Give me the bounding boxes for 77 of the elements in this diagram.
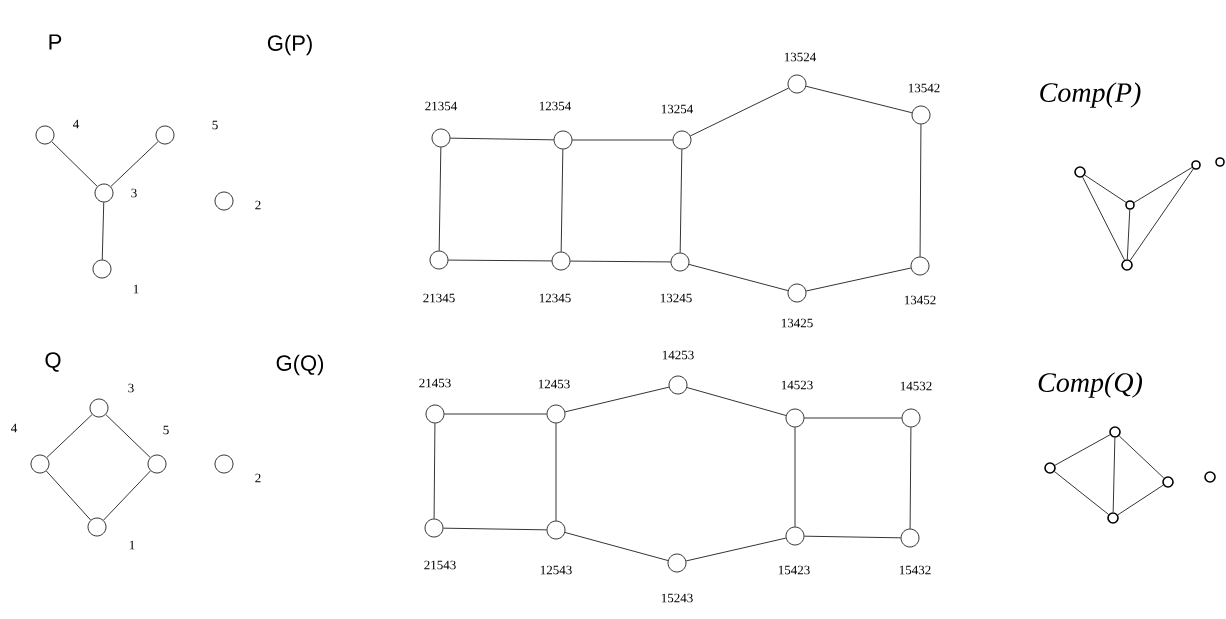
edge-line (1112, 437, 1116, 513)
vertex-label: 21354 (425, 101, 458, 111)
edge-line (679, 149, 683, 253)
edge-line (110, 141, 159, 187)
edge-line (690, 87, 789, 137)
edge-line (572, 139, 673, 141)
edge-line (1054, 434, 1111, 466)
edge-line (564, 386, 670, 413)
edge-line (564, 532, 669, 561)
edge-line (1084, 174, 1127, 203)
vertex-label: 21453 (419, 378, 451, 388)
vertex-label: 13425 (781, 318, 813, 328)
edge-line (1118, 435, 1165, 479)
vertex-label: 14532 (900, 381, 932, 391)
edge-line (105, 414, 151, 458)
graph-title: G(P) (267, 34, 312, 56)
vertex-label: 12453 (538, 379, 570, 389)
edge-line (909, 427, 912, 529)
edge-line (794, 427, 796, 527)
vertex-label: 1 (129, 540, 135, 550)
edge-line (1117, 484, 1164, 516)
edge-line (443, 527, 547, 531)
vertex-label: 14253 (662, 350, 694, 360)
edge-line (444, 413, 547, 415)
vertex-label: 2 (255, 200, 261, 210)
edge-line (1082, 176, 1125, 261)
edge-line (1129, 168, 1194, 261)
edge-line (686, 387, 787, 416)
vertex-label: 15243 (661, 593, 693, 603)
vertex-label: 4 (11, 423, 18, 433)
vertex-label: 14523 (781, 380, 813, 390)
vertex-label: 12543 (540, 565, 572, 575)
edge-line (51, 141, 98, 187)
edge-line (570, 260, 671, 263)
handwritten-title: Comp(Q) (1038, 372, 1143, 398)
vertex-label: 12354 (539, 101, 572, 111)
vertex-label: 5 (163, 425, 169, 435)
vertex-label: 4 (73, 119, 80, 129)
vertex-label: 3 (128, 383, 134, 393)
edge-line (450, 137, 554, 141)
vertex-label: 15423 (778, 565, 810, 575)
edge-line (560, 149, 564, 252)
vertex-label: 12345 (539, 293, 571, 303)
vertex-label: 21345 (423, 293, 455, 303)
edge-line (688, 264, 789, 291)
edge-line (46, 414, 93, 458)
vertex-label: 5 (212, 120, 218, 130)
edge-line (804, 535, 901, 539)
edge-line (804, 417, 902, 419)
vertex-label: 1 (133, 284, 139, 294)
edge-line (805, 267, 912, 292)
vertex-label: 13254 (661, 104, 694, 114)
edge-line (433, 423, 436, 519)
vertex-label: 15432 (899, 565, 931, 575)
edge-line (45, 470, 92, 521)
edge-line (685, 537, 787, 562)
edge-line (438, 147, 442, 251)
graph-title: G(Q) (276, 354, 324, 376)
edge-line (103, 470, 151, 521)
edge-line (101, 202, 105, 260)
vertex-label: 21543 (424, 560, 456, 570)
edge-line (448, 259, 552, 262)
handwritten-title: Comp(P) (1040, 82, 1141, 108)
vertex-label: 13245 (660, 293, 692, 303)
vertex-label: 13524 (784, 52, 817, 62)
edge-line (555, 423, 557, 521)
vertex-label: 13452 (904, 295, 936, 305)
edge-line (919, 124, 922, 257)
graph-title: Q (45, 352, 61, 372)
vertex-label: 13542 (908, 83, 940, 93)
vertex-label: 2 (255, 473, 261, 483)
edge-line (1126, 209, 1131, 260)
edge-line (1054, 471, 1109, 515)
graph-title: P (49, 34, 62, 50)
edge-line (805, 85, 913, 114)
edge-line (1133, 167, 1193, 203)
vertex-label: 3 (131, 188, 137, 198)
